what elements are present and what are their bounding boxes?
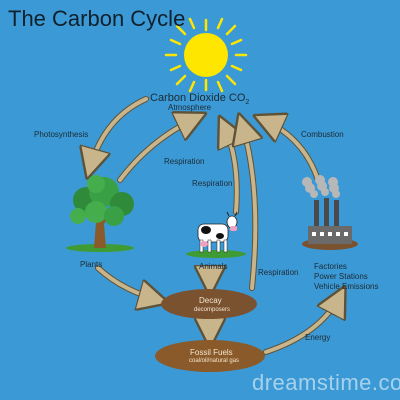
co2-label: Carbon Dioxide CO2 <box>150 92 249 106</box>
photosynthesis-label: Photosynthesis <box>34 130 89 139</box>
energy-arrow <box>263 296 340 355</box>
combustion-label: Combustion <box>301 130 344 139</box>
fossil-fuels-soil <box>155 340 265 372</box>
plant-respiration-label: Respiration <box>164 157 205 166</box>
factories-label: Factories <box>314 262 347 271</box>
atmosphere-label: Atmosphere <box>168 103 212 112</box>
watermark: dreamstime.com <box>252 370 400 395</box>
factory-icon <box>302 175 358 250</box>
combustion-arrow <box>264 120 321 183</box>
animal-respiration-label: Respiration <box>192 179 233 188</box>
sun-icon <box>164 17 248 93</box>
plant-respiration-arrow <box>117 118 196 183</box>
cow-icon <box>186 211 246 258</box>
vehicle-emissions-label: Vehicle Emissions <box>314 282 379 291</box>
power-stations-label: Power Stations <box>314 272 368 281</box>
energy-label: Energy <box>305 333 331 342</box>
decay-label: Decay <box>199 296 222 305</box>
page-title: The Carbon Cycle <box>8 6 186 31</box>
plants-to-decay-arrow <box>95 265 158 300</box>
co2-subscript: 2 <box>245 99 250 107</box>
decomposers-label: decomposers <box>194 307 231 313</box>
fossil-fuels-sub-label: coal/oil/natural gas <box>189 358 240 364</box>
decay-respiration-arrow <box>242 124 255 291</box>
decay-soil <box>161 289 257 319</box>
fossil-fuels-label: Fossil Fuels <box>190 348 233 357</box>
photosynthesis-arrow <box>90 96 149 168</box>
decay-respiration-label: Respiration <box>258 268 299 277</box>
plants-label: Plants <box>80 260 103 269</box>
animal-respiration-arrow <box>224 126 237 215</box>
animals-label: Animals <box>199 262 228 271</box>
co2-label-text: Carbon Dioxide CO <box>150 92 246 104</box>
tree-icon <box>66 175 134 252</box>
